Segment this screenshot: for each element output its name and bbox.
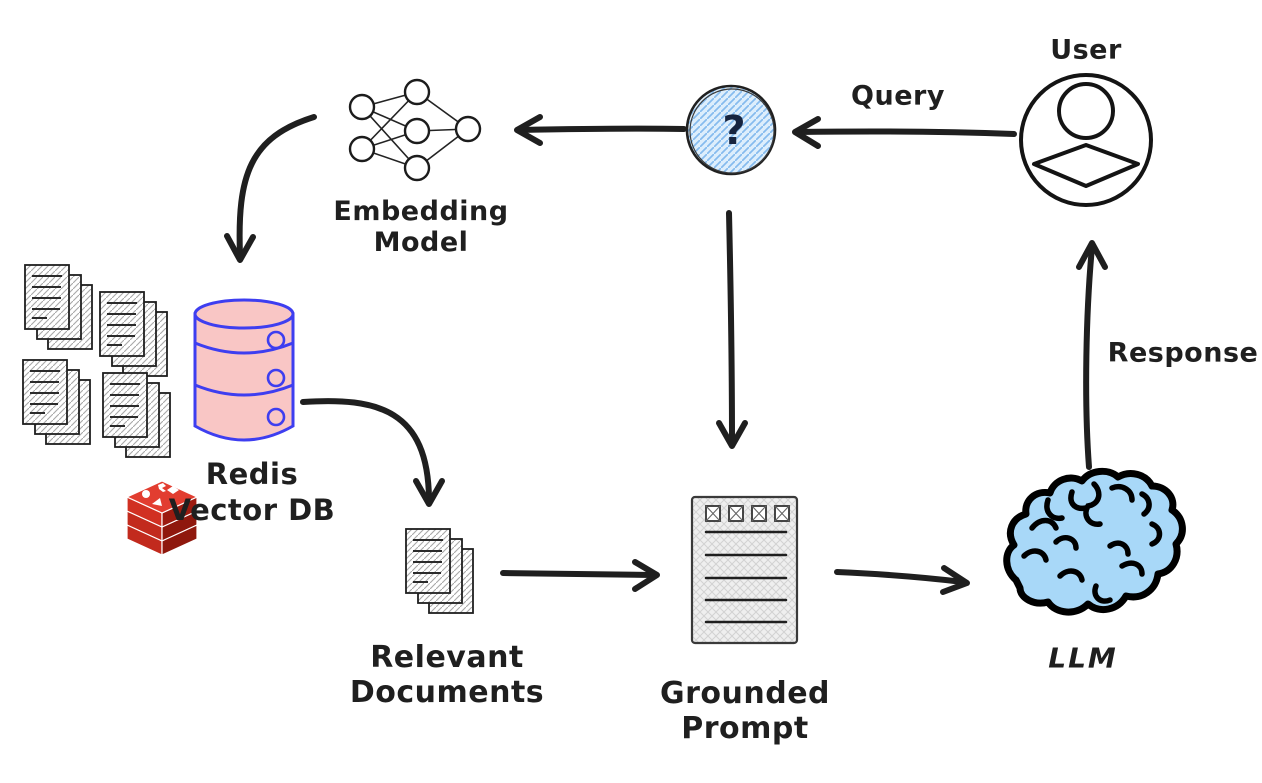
document-cluster-4 [102,372,171,458]
prompt-to-llm-arrow [834,565,970,595]
neural-network-icon [348,78,482,182]
response-arrow-label: Response [1107,337,1259,369]
grounded-prompt-label-line2: Prompt [681,711,809,746]
relevant-documents-label-line2: Documents [349,675,545,710]
redis-to-relevant-arrow [300,398,445,507]
grounded-prompt-label: Grounded Prompt [660,676,830,746]
document-cluster-3 [22,359,91,445]
document-stack-icon [405,528,474,614]
question-mark: ? [722,108,746,154]
embedding-model-label: Embedding Model [333,196,508,258]
database-cylinder-icon [193,298,295,442]
embedding-to-redis-arrow [224,114,317,263]
document-page-icon [690,495,799,645]
document-cluster-1 [24,264,93,350]
brain-icon [1003,467,1186,616]
relevant-documents-label: Relevant Documents [350,640,544,710]
circle-to-prompt-arrow [716,210,748,449]
embedding-model-label-line2: Model [373,227,469,258]
relevant-documents-label-line1: Relevant [370,640,524,675]
document-cluster-2 [99,291,168,377]
user-label: User [1050,34,1122,66]
redis-label-line2: Vector DB [168,493,336,527]
grounded-prompt-label-line1: Grounded [659,676,831,711]
redis-label-line1: Redis [205,457,299,491]
embedding-model-label-line1: Embedding [333,196,509,227]
redis-vector-db-label: Redis Vector DB [169,456,336,528]
redis-cube-logo-icon [126,480,198,556]
relevant-to-prompt-arrow [500,559,660,592]
llm-label: LLM [1048,641,1118,675]
circle-to-embedding-arrow [514,114,687,146]
question-circle-icon [685,84,777,176]
query-arrow-label: Query [851,80,945,112]
response-arrow [1076,240,1108,470]
query-arrow [792,116,1017,149]
document-stacks-icon [22,264,171,458]
user-icon [1019,73,1153,207]
